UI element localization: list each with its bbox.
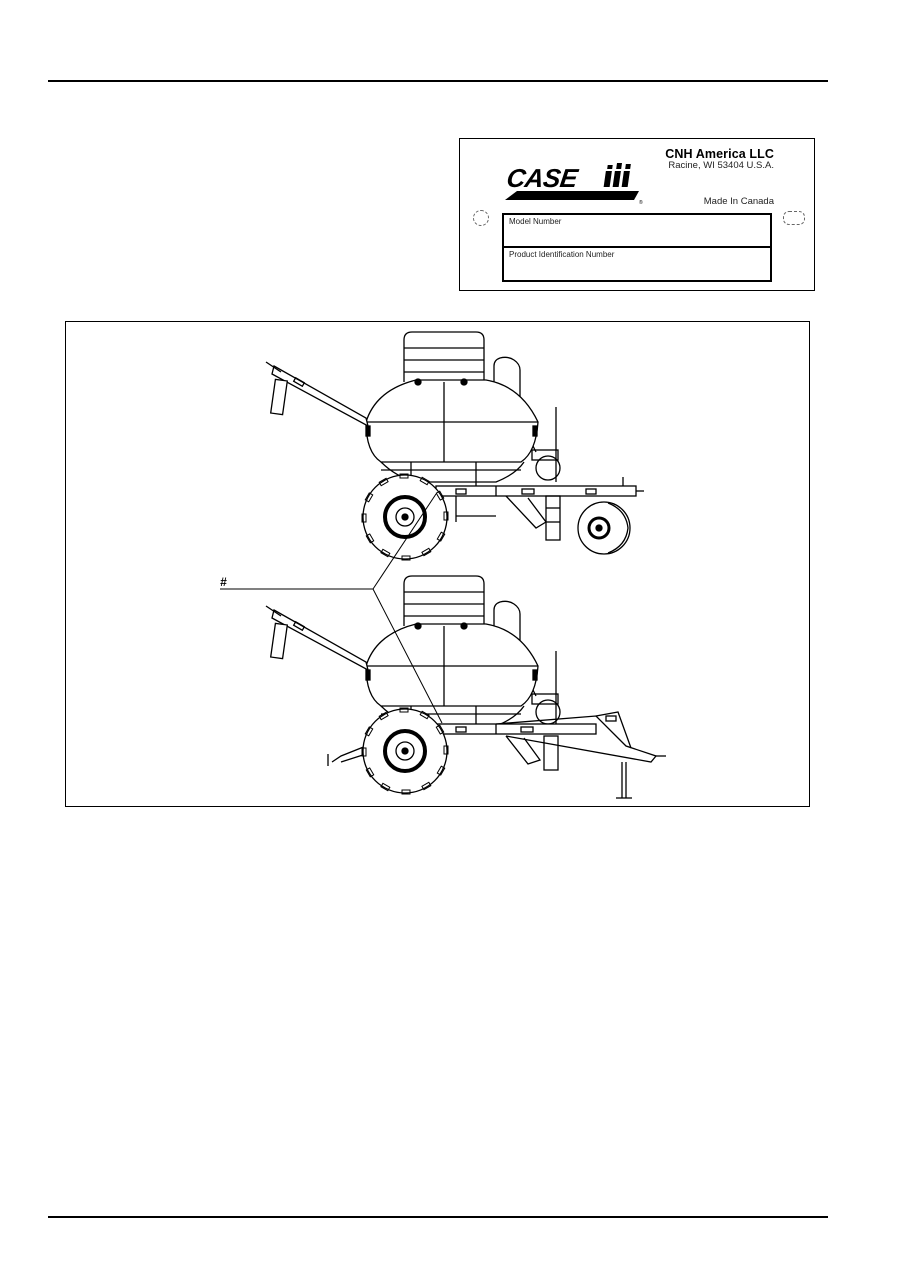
product-id-plate: CASE ® CNH America LLC Racine, WI 53404 … (459, 138, 815, 291)
mounting-hole-left (473, 210, 489, 226)
svg-text:CASE: CASE (505, 163, 581, 193)
air-cart-bottom-view (265, 575, 666, 799)
air-cart-line-drawing (220, 331, 666, 799)
footer-rule (48, 1216, 828, 1218)
model-number-label: Model Number (509, 217, 562, 226)
air-cart-figure: # (65, 321, 810, 807)
pin-label: Product Identification Number (509, 250, 615, 259)
product-identification-number-field: Product Identification Number (502, 246, 772, 282)
model-number-field: Model Number (502, 213, 772, 248)
company-name: CNH America LLC (665, 147, 774, 161)
case-ih-logo: CASE ® (505, 163, 643, 206)
registered-mark: ® (639, 199, 643, 206)
company-address: Racine, WI 53404 U.S.A. (668, 160, 774, 171)
made-in-label: Made In Canada (703, 196, 774, 207)
header-rule (48, 80, 828, 82)
serial-plate-callout-label: # (220, 575, 227, 589)
air-cart-top-view (265, 331, 644, 561)
serial-plate-callout-lines (220, 493, 443, 724)
mounting-hole-right (783, 211, 805, 225)
